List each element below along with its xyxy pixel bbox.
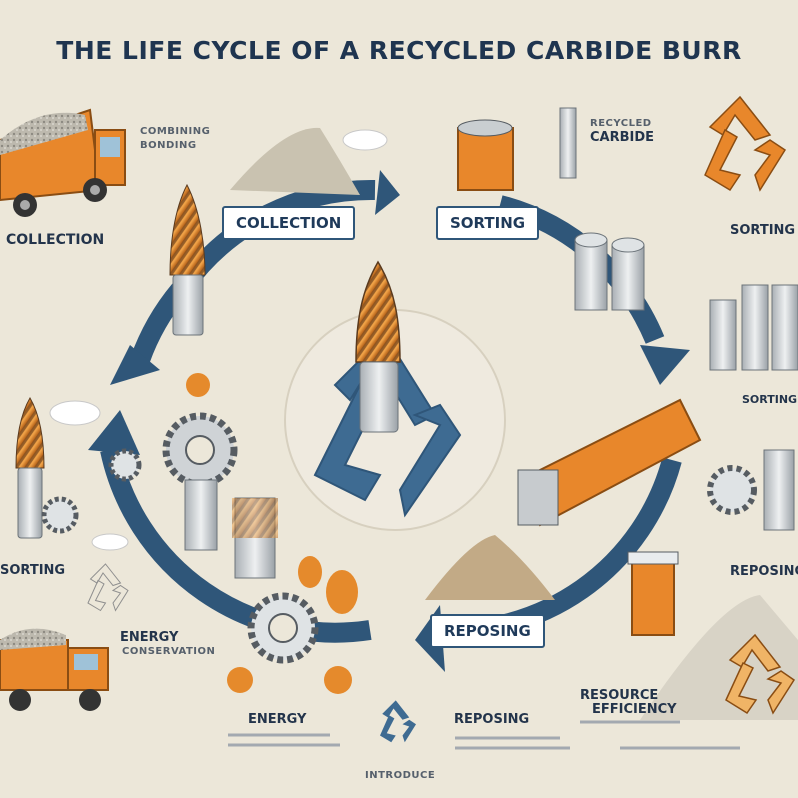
energy-label-bottom: ENERGY [248,712,307,727]
cylinders-right [574,232,798,531]
material-pile-bottom [425,535,555,600]
jar-icon [627,551,679,636]
recycle-icon-orange [704,95,787,192]
energy-sub-label: CONSERVATION [122,646,216,657]
footer-label: INTRODUCE [365,770,436,781]
efficiency-label: EFFICIENCY [592,702,677,717]
gear-icon-2 [247,592,319,664]
recycled-label: RECYCLED [590,118,652,129]
combining-sub-label: BONDING [140,140,197,151]
carbide-label: CARBIDE [590,130,655,145]
material-pile-right [640,595,798,720]
left-carbide-burr-icon [169,183,206,336]
stage-label-collection: COLLECTION [222,206,356,240]
energy-label-top: ENERGY [120,630,179,645]
collection-side-label: COLLECTION [6,232,105,248]
center-carbide-burr-icon [355,260,401,433]
gear-icon [162,412,238,551]
sorting-side-label-left: SORTING [0,563,66,578]
stage-label-reposing: REPOSING [430,614,545,648]
sorting-side-label-right: SORTING [730,223,796,238]
material-pile-top [230,127,360,195]
stage-label-sorting: SORTING [436,206,540,240]
fluted-cylinder [232,497,278,579]
canister-icon [457,107,577,191]
recycle-icon-small [380,700,416,743]
reposing-side-label-right: REPOSING [730,564,798,579]
resource-label: RESOURCE [580,688,659,703]
arrow-heads [88,170,690,672]
arrow-bottom-left [100,447,372,643]
conveyor-icon [517,398,702,527]
dump-truck-icon-bottom [0,628,109,711]
sorting-side-label-right-2: SORTING [742,393,798,406]
text-lines [228,720,740,750]
recycle-icon-outline [87,563,129,612]
small-carbide-burr-icon [15,397,45,539]
recycle-icon-orange-bottom [725,633,796,715]
dump-truck-icon [0,108,126,217]
leaf-icon [186,373,358,694]
page-title: THE LIFE CYCLE OF A RECYCLED CARBIDE BUR… [56,36,742,65]
cloud-icon [49,129,388,551]
combining-label: COMBINING [140,126,211,137]
gear-icon-3 [41,448,757,534]
reposing-label-bottom: REPOSING [454,712,530,727]
